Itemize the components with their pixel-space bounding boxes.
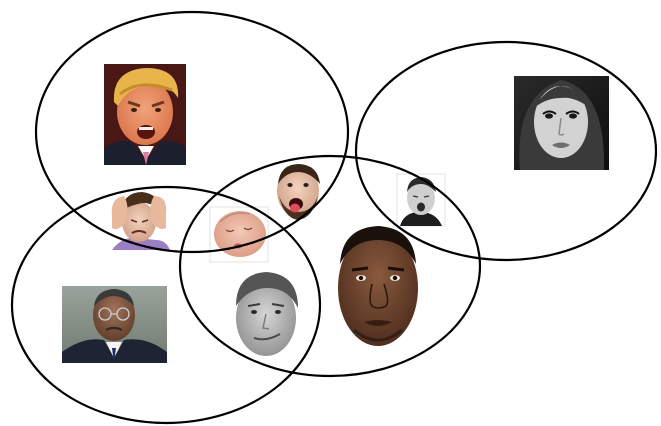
face-bearded-man-tongue-out [277,164,320,220]
portrait-angry-man-blond-hair [104,64,186,165]
set-right-outline [356,42,656,260]
face-grayscale-man-smirk [236,272,298,356]
face-sleeping-baby [210,207,268,262]
portrait-woman-black-white [514,76,609,170]
face-man-hands-on-head [112,192,170,250]
face-man-serious-expression [338,226,418,346]
portrait-man-glasses-suit [62,286,167,363]
face-man-eyes-closed-mouth-open [397,174,445,226]
